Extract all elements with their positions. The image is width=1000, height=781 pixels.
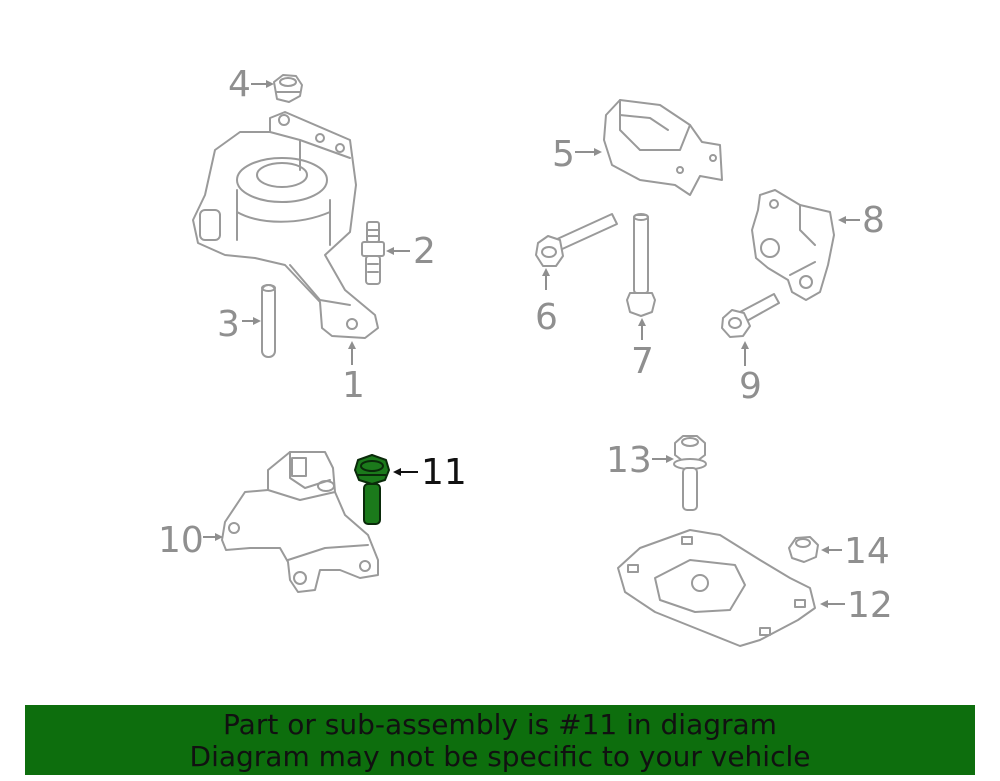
- callout-labels: 4 2 3 1 5 6 7 8 9 10 11 12 13 14: [158, 64, 893, 626]
- part-11-bolt[interactable]: [354, 454, 390, 525]
- parts-diagram: 4 2 3 1 5 6 7 8 9 10 11 12 13 14: [158, 64, 893, 647]
- callout-3: 3: [217, 304, 240, 345]
- info-banner: Part or sub-assembly is #11 in diagram D…: [25, 705, 975, 775]
- part-5-bushing[interactable]: [603, 99, 723, 196]
- part-1-engine-mount[interactable]: [192, 111, 379, 339]
- part-3-pin[interactable]: [261, 284, 276, 358]
- callout-12: 12: [847, 585, 893, 626]
- part-7-bolt[interactable]: [626, 213, 656, 317]
- part-14-nut[interactable]: [788, 536, 819, 563]
- callout-1: 1: [342, 365, 365, 406]
- part-2-stud[interactable]: [361, 221, 385, 285]
- part-8-bracket[interactable]: [751, 189, 835, 301]
- callout-13: 13: [606, 440, 652, 481]
- callout-10: 10: [158, 520, 204, 561]
- part-6-bolt[interactable]: [535, 213, 618, 267]
- banner-line-2: Diagram may not be specific to your vehi…: [189, 740, 811, 773]
- callout-14: 14: [844, 531, 890, 572]
- part-10-bracket[interactable]: [221, 451, 379, 593]
- callout-5: 5: [552, 134, 575, 175]
- callout-7: 7: [631, 341, 654, 382]
- callout-9: 9: [739, 366, 762, 407]
- callout-4: 4: [228, 64, 251, 105]
- part-13-bolt[interactable]: [673, 435, 707, 511]
- callout-11: 11: [421, 452, 467, 493]
- callout-6: 6: [535, 297, 558, 338]
- callout-2: 2: [413, 231, 436, 272]
- part-12-plate[interactable]: [617, 529, 816, 647]
- leader-arrows: [203, 80, 860, 608]
- callout-8: 8: [862, 200, 885, 241]
- banner-line-1: Part or sub-assembly is #11 in diagram: [223, 708, 777, 741]
- part-4-nut[interactable]: [273, 74, 303, 103]
- part-9-bolt[interactable]: [721, 293, 780, 338]
